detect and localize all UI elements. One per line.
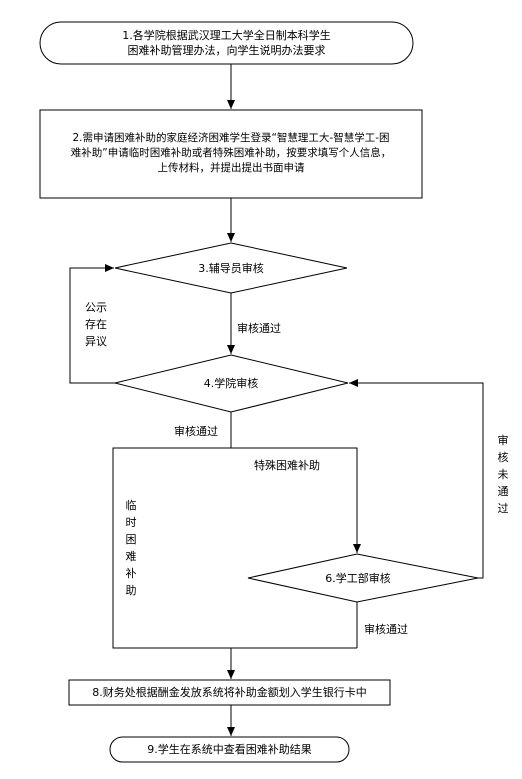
step2-line1: 2.需申请困难补助的家庭经济困难学生登录“智慧理工大-智慧学工-困 <box>72 132 390 144</box>
step1-line1: 1.各学院根据武汉理工大学全日制本科学生 <box>122 29 331 42</box>
step2-line2: 难补助”申请临时困难补助或者特殊困难补助，按要求填写个人信息， <box>70 147 392 159</box>
step6-label: 6.学工部审核 <box>325 572 391 585</box>
edge-label-pass-3: 审核通过 <box>237 322 281 335</box>
edge-label-dispute: 公示存在异议 <box>85 301 107 348</box>
step1-terminator <box>39 21 414 65</box>
step8-process-box <box>68 679 391 706</box>
edge-label-special: 特殊困难补助 <box>254 459 320 472</box>
edge-special <box>231 447 361 553</box>
edge-label-temporary: 临时困难补助 <box>125 499 137 597</box>
edge-dispute-loop <box>69 264 115 384</box>
step3-label: 3.辅导员审核 <box>198 262 264 275</box>
step1-line2: 困难补助管理办法，向学生说明办法要求 <box>127 44 326 57</box>
step4-label: 4.学院审核 <box>203 377 259 390</box>
step9-label: 9.学生在系统中查看困难补助结果 <box>147 743 312 756</box>
edge-label-pass-4: 审核通过 <box>174 425 218 438</box>
edge-label-pass-6: 审核通过 <box>364 623 408 636</box>
edge-label-not-pass-6: 审核未通过 <box>497 434 509 515</box>
step1-text: 1.各学院根据武汉理工大学全日制本科学生 困难补助管理办法，向学生说明办法要求 <box>40 28 413 58</box>
step2-line3: 上传材料，并提出提出书面申请 <box>157 162 305 174</box>
step8-label: 8.财务处根据酬金发放系统将补助金额划入学生银行卡中 <box>92 686 367 699</box>
edge-not-pass-6 <box>349 379 484 579</box>
step2-text: 2.需申请困难补助的家庭经济困难学生登录“智慧理工大-智慧学工-困 难补助”申请… <box>40 131 422 176</box>
edge-temporary <box>112 447 231 649</box>
step9-terminator <box>109 736 350 763</box>
